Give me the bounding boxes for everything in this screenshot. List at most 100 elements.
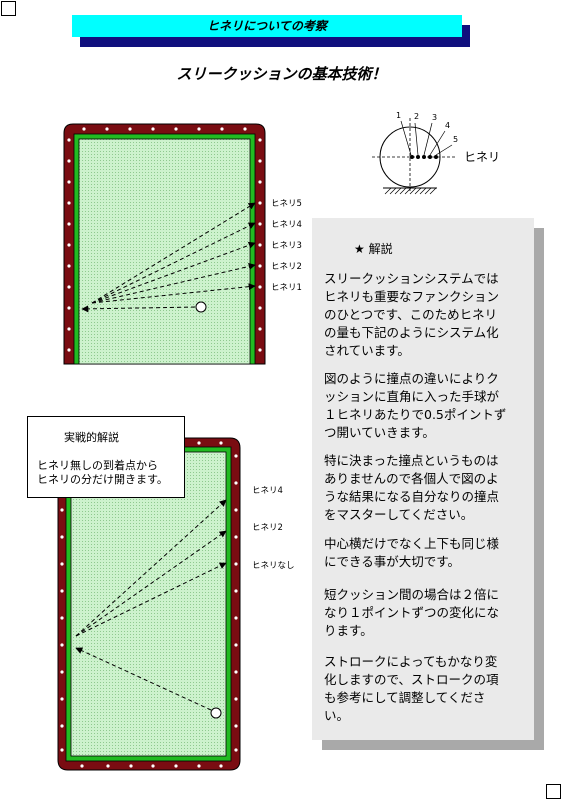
bottom-table-cloth [70, 451, 227, 757]
explanation-paragraph: 図のように撞点の違いによりク ッションに直角に入った手球が １ヒネリあたりで0.… [324, 371, 507, 440]
cue-ball-diagram: 1 2 3 4 5 ヒネリ [372, 111, 500, 195]
bottom-table: ヒネリ4 ヒネリ2 ヒネリなし [57, 437, 295, 771]
cue-ball-label: ヒネリ [464, 150, 500, 164]
hit-point-number-3: 3 [432, 113, 437, 122]
top-table-diamond [67, 222, 71, 226]
bottom-table-diamond [234, 481, 238, 485]
top-table-diamond [67, 180, 71, 184]
header-title: ヒネリについての考察 [207, 19, 327, 33]
explanation-paragraph: 特に決まった撞点というものは ありませんので各個人で図のよ うな結果になる自分な… [324, 453, 500, 522]
bottom-table-diamond [234, 643, 238, 647]
bottom-table-diamond [234, 454, 238, 458]
bottom-label-hineri4: ヒネリ4 [252, 486, 283, 496]
page-subtitle: スリークッションの基本技術！ [176, 65, 387, 83]
top-cue-ball [195, 301, 207, 313]
top-table-diamond [258, 348, 262, 352]
top-table-diamond [67, 138, 71, 142]
top-path-hineri4 [91, 222, 256, 304]
explanation-panel: ★ 解説 スリークッションシステムでは ヒネリも重要なファンクション のひとつで… [312, 218, 534, 740]
bottom-table-diamond [197, 441, 201, 445]
bottom-table-diamond [234, 748, 238, 752]
top-table-diamond [258, 306, 262, 310]
hit-point-3 [422, 155, 426, 159]
top-table-diamond [67, 243, 71, 247]
top-table-diamond [128, 127, 132, 131]
bottom-table-diamond [60, 670, 64, 674]
bottom-table-diamond [219, 441, 223, 445]
corner-marker-bottom-right [546, 784, 561, 799]
hit-point-1 [410, 155, 414, 159]
top-table-diamond [197, 127, 201, 131]
top-path-hineri5 [91, 202, 256, 304]
top-table-diamond [258, 243, 262, 247]
top-table-diamond [243, 127, 247, 131]
top-table-diamond [82, 127, 86, 131]
practical-note-title: 実戦的解説 [64, 431, 119, 444]
top-table-diamond [258, 264, 262, 268]
top-table-diamond [258, 285, 262, 289]
top-table-diamond [258, 327, 262, 331]
bottom-cue-ball [210, 707, 222, 719]
explanation-paragraph: 短クッション間の場合は２倍に なり１ポイントずつの変化にな ります。 [324, 587, 500, 638]
hit-point-number-2: 2 [414, 112, 419, 121]
practical-note-body: ヒネリ無しの到着点から ヒネリの分だけ開きます。 [37, 459, 168, 486]
bottom-table-diamond [234, 697, 238, 701]
top-table-diamond [258, 159, 262, 163]
top-table-diamond [67, 264, 71, 268]
bottom-table-diamond [234, 724, 238, 728]
bottom-table-diamond [80, 764, 84, 768]
explanation-title: ★ 解説 [354, 242, 393, 256]
bottom-table-diamond [60, 562, 64, 566]
practical-note-box: 実戦的解説 ヒネリ無しの到着点から ヒネリの分だけ開きます。 [27, 416, 185, 498]
top-table-cloth [78, 138, 251, 365]
bottom-table-diamond [60, 643, 64, 647]
explanation-paragraph: スリークッションシステムでは ヒネリも重要なファンクション のひとつです、このた… [324, 271, 500, 358]
hit-point-4 [428, 155, 432, 159]
page-header: ヒネリについての考察 [72, 15, 462, 37]
top-table-diamond [67, 285, 71, 289]
bottom-table-diamond [60, 508, 64, 512]
top-table-diamond [67, 306, 71, 310]
bottom-table-diamond [60, 616, 64, 620]
top-table-diamond [258, 138, 262, 142]
top-table-diamond [258, 180, 262, 184]
top-table-diamond [105, 127, 109, 131]
top-path-hineri1 [91, 283, 256, 304]
top-label-hineri2: ヒネリ2 [271, 262, 302, 272]
explanation-paragraph: 中心横だけでなく上下も同じ様 にできる事が大切です。 [324, 536, 500, 569]
bottom-label-hineri2: ヒネリ2 [252, 523, 283, 533]
top-table-diamond [67, 327, 71, 331]
hit-point-number-1: 1 [396, 111, 401, 120]
hit-point-2 [416, 155, 420, 159]
bottom-table-diamond [234, 670, 238, 674]
top-path-hineri3 [91, 241, 256, 304]
bottom-table-diamond [151, 764, 155, 768]
bottom-table-diamond [234, 562, 238, 566]
bottom-table-diamond [60, 535, 64, 539]
bottom-path-hineri2 [75, 530, 227, 637]
bottom-table-diamond [219, 764, 223, 768]
top-path-start [81, 305, 196, 313]
top-label-hineri5: ヒネリ5 [271, 199, 302, 209]
bottom-table-diamond [234, 535, 238, 539]
top-table-diamond [174, 127, 178, 131]
bottom-table-diamond [60, 724, 64, 728]
top-table-diamond [67, 348, 71, 352]
hit-point-number-5: 5 [453, 135, 458, 144]
bottom-path-hineri4 [75, 499, 227, 637]
hit-point-number-4: 4 [445, 121, 450, 130]
bottom-table-diamond [60, 748, 64, 752]
bottom-table-diamond [60, 589, 64, 593]
top-table-diamond [67, 159, 71, 163]
bottom-table-diamond [197, 764, 201, 768]
bottom-table-diamond [234, 508, 238, 512]
top-table-diamonds [67, 127, 262, 352]
bottom-path-start [75, 647, 212, 711]
bottom-label-none: ヒネリなし [252, 561, 295, 571]
bottom-table-diamond [129, 764, 133, 768]
explanation-paragraph: ストロークによってもかなり変 化しますので、ストロークの項 も参考にして調整して… [324, 654, 499, 723]
bottom-table-diamond [60, 697, 64, 701]
bottom-table-diamond [234, 616, 238, 620]
top-label-hineri1: ヒネリ1 [271, 283, 302, 293]
top-label-hineri4: ヒネリ4 [271, 220, 302, 230]
